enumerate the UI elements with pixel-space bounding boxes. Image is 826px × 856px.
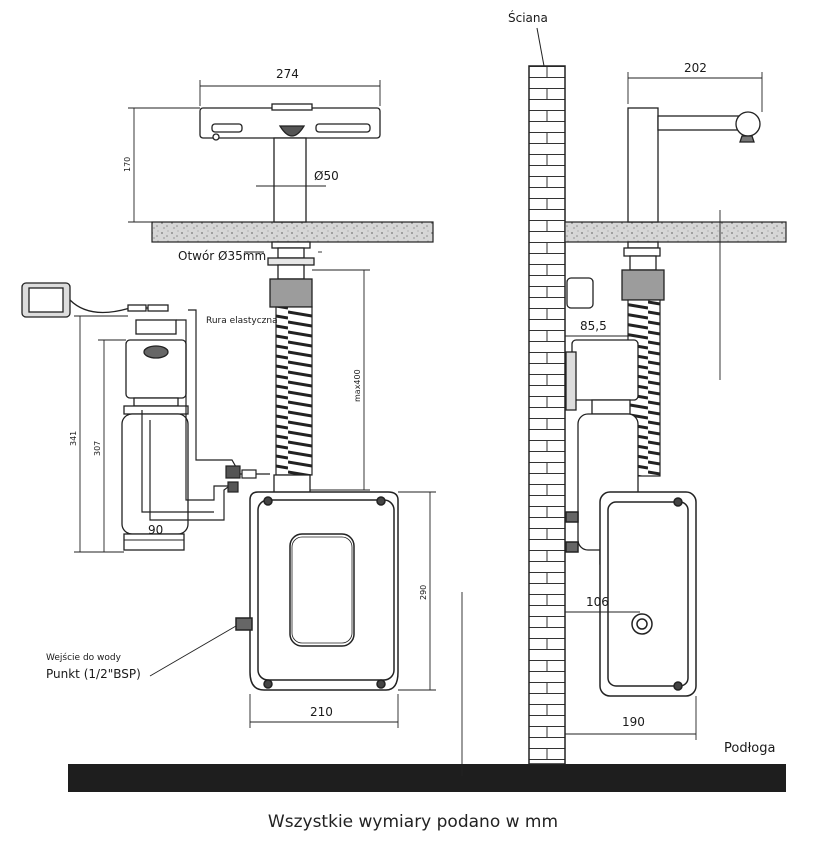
spout-diameter-label: Ø50	[314, 169, 339, 183]
dim-90: 90	[148, 523, 163, 537]
dim-307: 307	[93, 441, 102, 456]
dim-290: 290	[419, 585, 428, 600]
water-inlet-label-2: Punkt (1/2"BSP)	[46, 667, 141, 681]
water-inlet-label-1: Wejście do wody	[46, 652, 122, 663]
floor-bar	[68, 764, 786, 792]
flex-hose-front	[275, 306, 313, 476]
wall	[528, 27, 566, 765]
dim-210: 210	[310, 705, 333, 719]
countertop-right	[564, 221, 787, 243]
countertop-left	[151, 221, 434, 243]
dimension-lines-left	[74, 80, 463, 776]
wiring	[141, 309, 270, 521]
wall-label: Ściana	[508, 10, 548, 25]
dim-190: 190	[622, 715, 645, 729]
hole-label: Otwór Ø35mm	[178, 249, 266, 263]
faucet-front	[199, 103, 381, 223]
dim-max400: max400	[353, 369, 362, 402]
dim-202: 202	[684, 61, 707, 75]
dim-85-5: 85,5	[580, 319, 607, 333]
dim-274: 274	[276, 67, 299, 81]
flex-pipe-label: Rura elastyczna	[206, 316, 278, 326]
faucet-front-mount	[267, 241, 315, 308]
dim-106: 106	[586, 595, 609, 609]
dimension-lines-right	[565, 72, 763, 740]
caption: Wszystkie wymiary podano w mm	[267, 812, 559, 832]
control-box-side	[565, 491, 697, 697]
floor-label: Podłoga	[724, 741, 775, 756]
control-box-front	[235, 491, 399, 691]
faucet-side-mount	[621, 241, 665, 301]
dim-341: 341	[69, 431, 78, 446]
sensor-module	[21, 282, 189, 551]
faucet-side	[627, 107, 761, 223]
dim-170: 170	[123, 157, 132, 172]
